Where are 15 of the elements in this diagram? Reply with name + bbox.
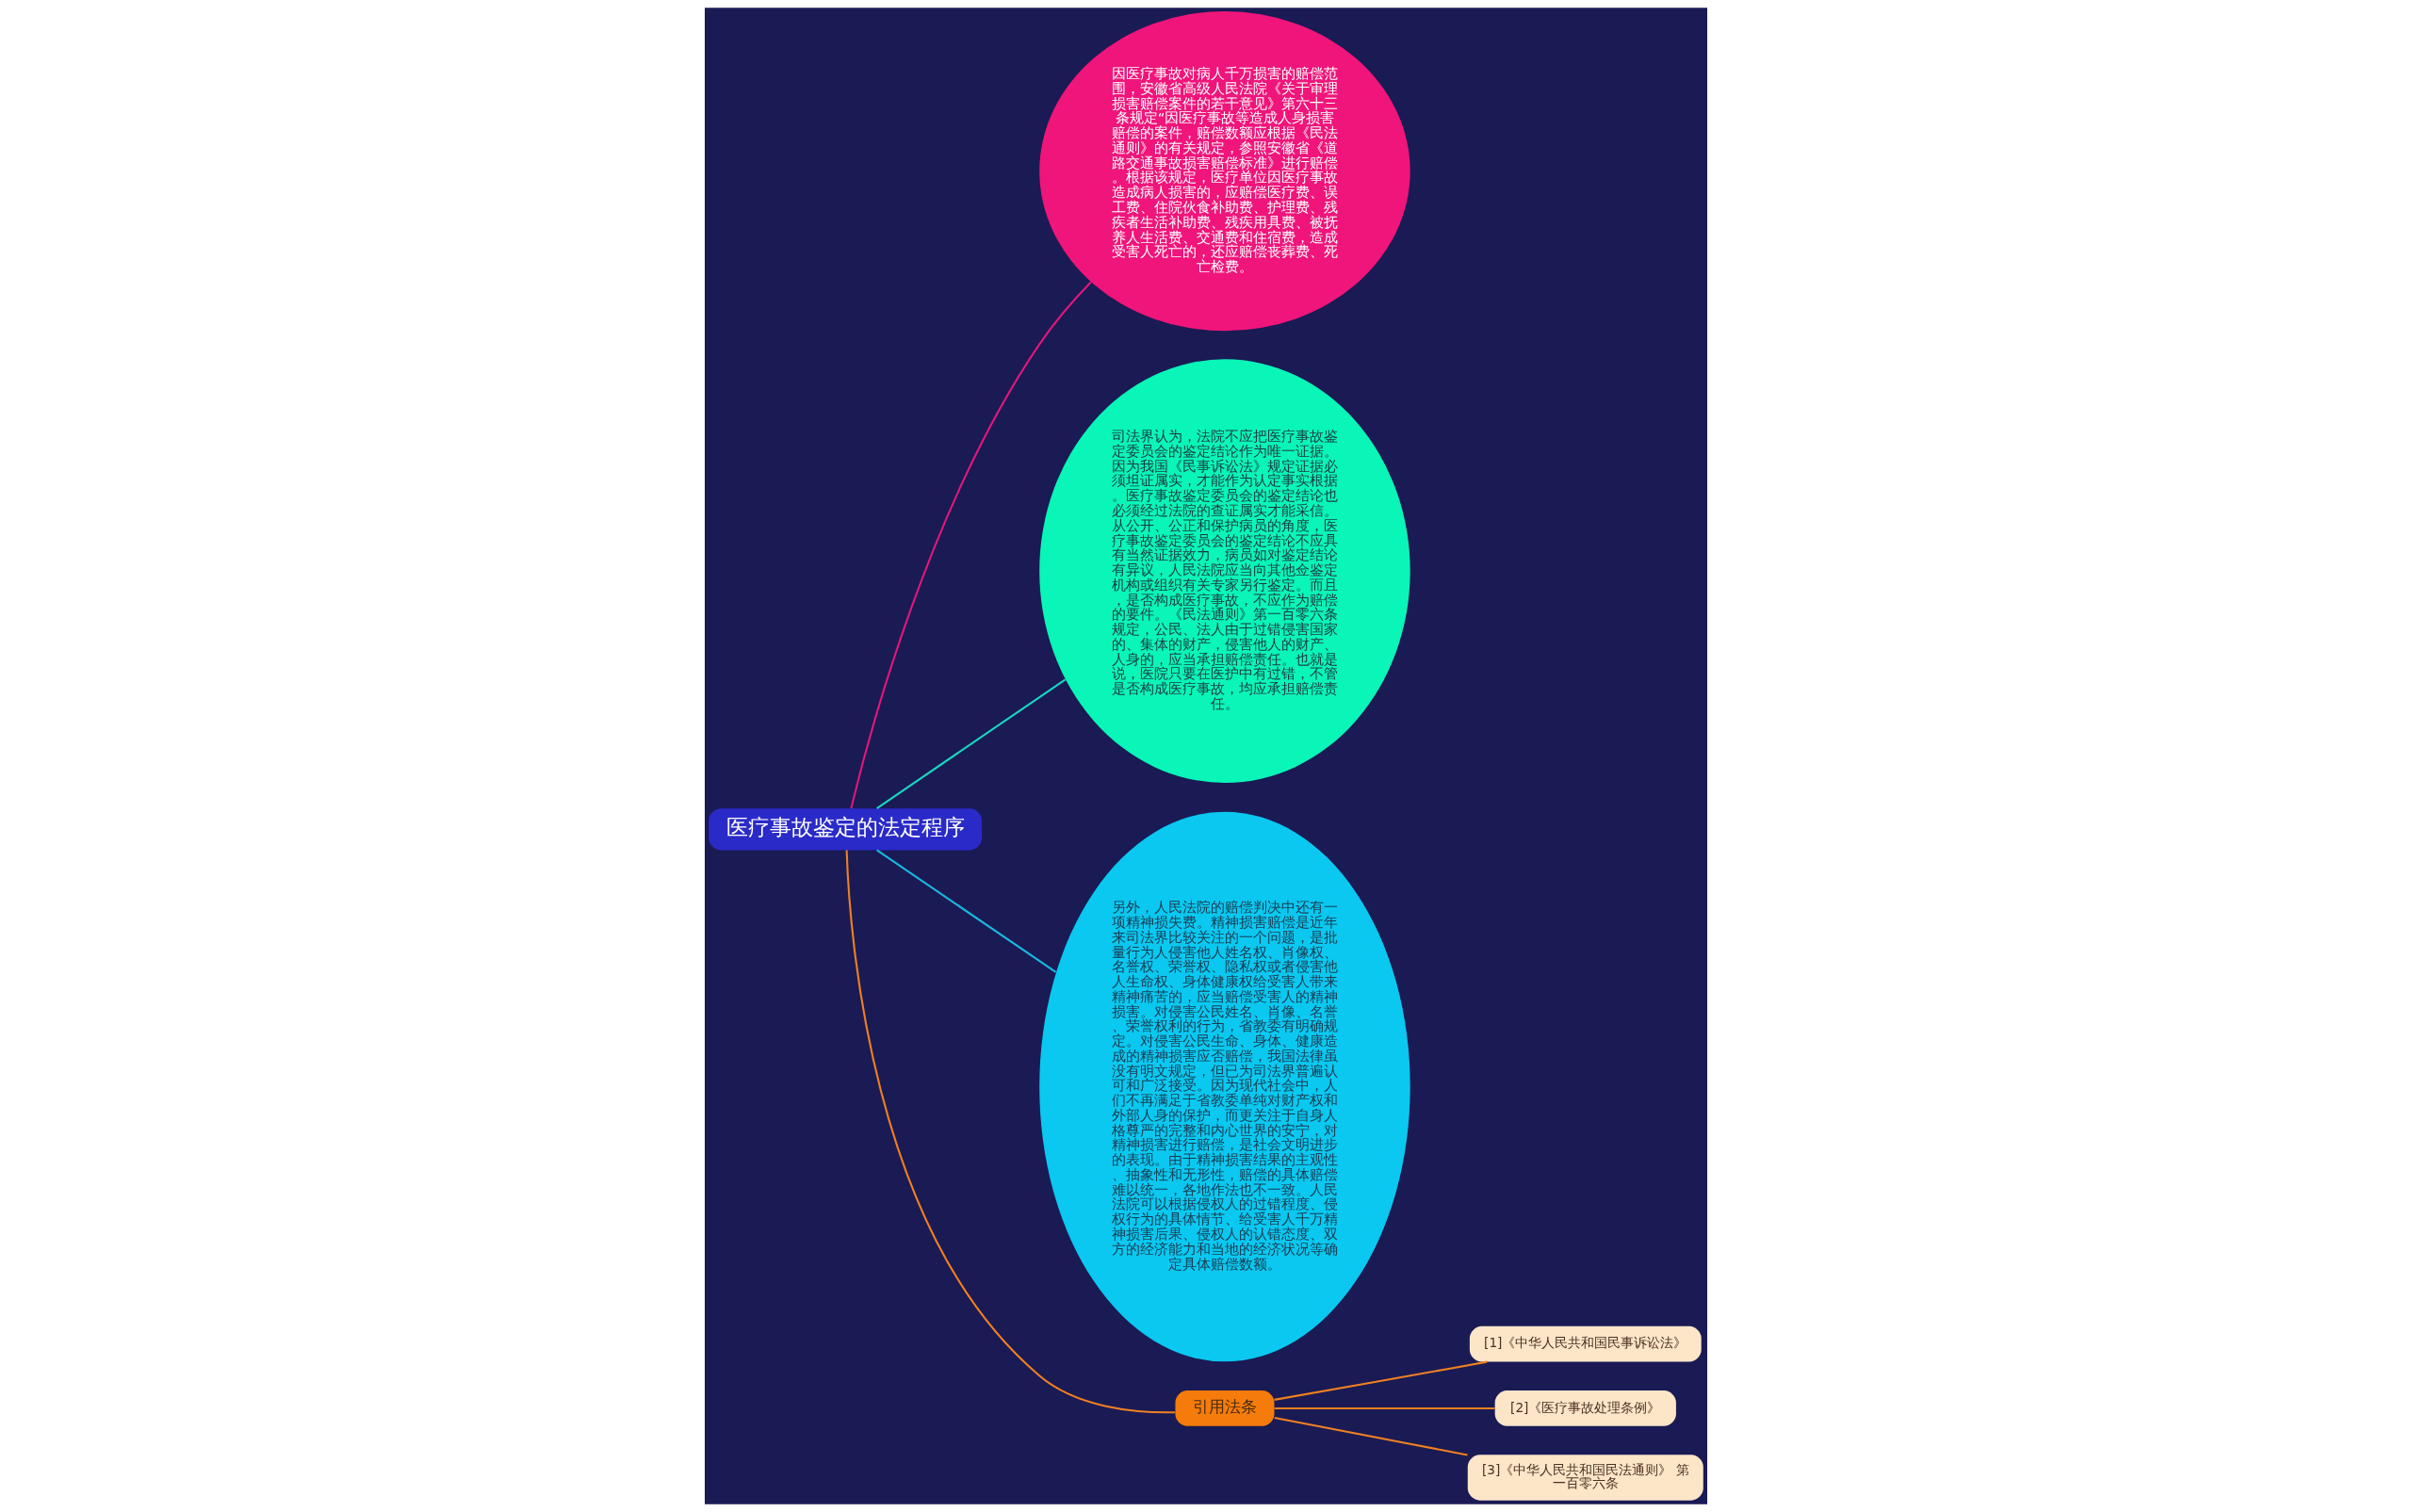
node-box: 医疗事故鉴定的法定程序 [709, 808, 983, 851]
node-box: [1]《中华人民共和国民事诉讼法》 [1469, 1325, 1702, 1362]
node-ellipse: 另外，人民法院的赔偿判决中还有一项精神损失费。精神损害赔偿是近年来司法界比较关注的一个问题，是批量行为人侵害他人姓名权、肖像权、名誉权、荣誉权、隐私权或者侵害他人生命权、身体健康权给受害人带来精神痛苦的，应当赔偿受害人的精神损害。对侵害公民姓名、肖像、名誉、荣誉权利的行为，省教委有明确规定。对侵害公民生命、身体、健康造成的精神损害应否赔偿，我国法律虽没有明文规定，但已为司法界普遍认可和广泛接受。因为现代社会中，人们不再满足于省教委单纯对财产权和外部人身的保护，而更关注于自身人格尊严的完整和内心世界的安宁，对精神损害进行赔偿，是社会文明进步的表现。由于精神损害结果的主观性、抽象性和无形性，赔偿的具体赔偿难以统一，各地作法也不一致。人民法院可以根据侵权人的过错程度、侵权行为的具体情节、给受害人千万精神损害后果、侵权人的认错态度、双方的经济能力和当地的经济状况等确定具体赔偿数额。 [1039, 811, 1410, 1362]
node-ellipse: 因医疗事故对病人千万损害的赔偿范围，安徽省高级人民法院《关于审理损害赔偿案件的若干意见》第六十三条规定“因医疗事故等造成人身损害赔偿的案件，赔偿数额应根据《民法通则》的有关规定，参照安徽省《道路交通事故损害赔偿标准》进行赔偿。根据该规定，医疗单位因医疗事故造成病人损害的，应赔偿医疗费、误工费、住院伙食补助费、护理费、残疾者生活补助费、残疾用具费、被抚养人生活费、交通费和住宿费，造成受害人死亡的，还应赔偿丧葬费、死亡检费。 [1039, 11, 1410, 332]
connector [850, 281, 1092, 809]
connector [1274, 1406, 1495, 1409]
node-box: [2]《医疗事故处理条例》 [1494, 1390, 1676, 1426]
node-ellipse: 司法界认为，法院不应把医疗事故鉴定委员会的鉴定结论作为唯一证据。因为我国《民事诉讼法》规定证据必须坦证属实，才能作为认定事实根据。医疗事故鉴定委员会的鉴定结论也必须经过法院的查证属实才能采信。从公开、公正和保护病员的角度，医疗事故鉴定委员会的鉴定结论不应具有当然证据效力，病员如对鉴定结论有异议，人民法院应当向其他佥鉴定机构或组织有关专家另行鉴定。而且，是否构成医疗事故，不应作为赔偿的要件。《民法通则》第一百零六条规定，公民、法人由于过错侵害国家的、集体的财产，侵害他人的财产、人身的，应当承担赔偿责任。也就是说，医院只要在医护中有过错，不管是否构成医疗事故，均应承担赔偿责任。 [1039, 359, 1410, 783]
node-box: [3]《中华人民共和国民法通则》 第一百零六条 [1467, 1455, 1703, 1501]
connector [876, 678, 1067, 809]
connector [1274, 1360, 1488, 1401]
node-box: 引用法条 [1175, 1390, 1275, 1426]
connector [876, 849, 1057, 973]
connector [1274, 1416, 1468, 1456]
connector [845, 850, 1176, 1414]
